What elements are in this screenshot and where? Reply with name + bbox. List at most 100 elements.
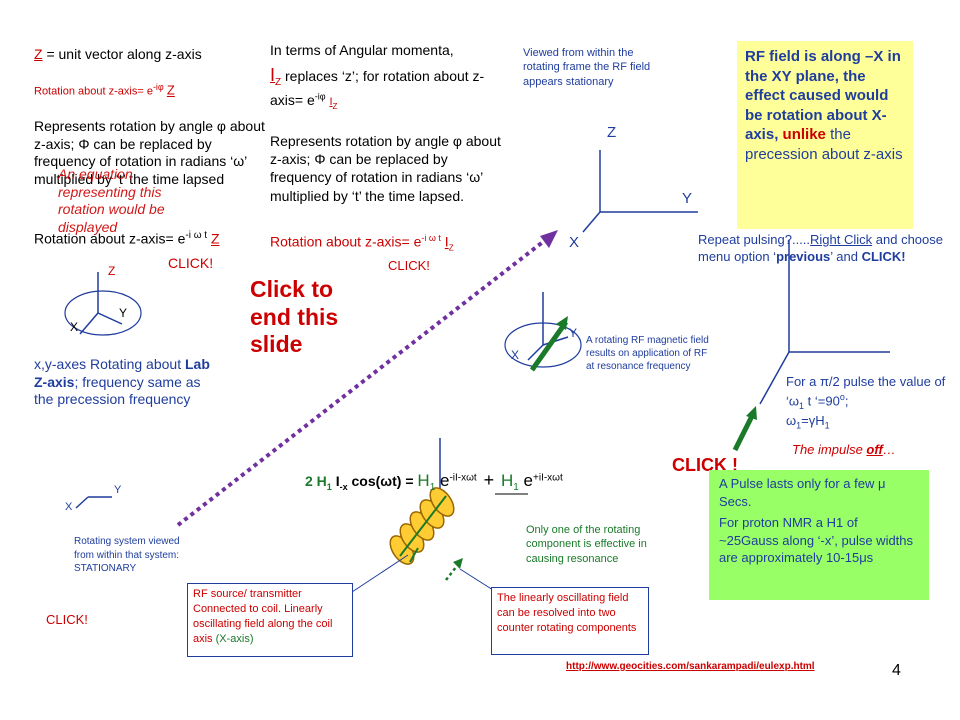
pulse-description: For a π/2 pulse the value of ‘ω1 t ‘=90o… xyxy=(786,373,956,431)
page-number: 4 xyxy=(892,662,901,679)
rotating-frame-note: Viewed from within the rotating frame th… xyxy=(523,47,651,88)
click-col2[interactable]: CLICK! xyxy=(388,258,430,273)
replaces-text: replaces ‘z’; for rotation about z-axis=… xyxy=(270,68,485,109)
iz2-subscript: Z xyxy=(332,102,338,112)
stationary-note: Rotating system viewed from within that … xyxy=(74,536,180,574)
repeat-middle: and choose menu option ‘ xyxy=(698,232,943,264)
impulse-dots: … xyxy=(882,442,896,457)
rotation2-label: Rotation about z-axis= e xyxy=(34,230,186,247)
click-bottom[interactable]: CLICK! xyxy=(46,612,88,627)
source-url[interactable]: http://www.geocities.com/sankarampadi/eu… xyxy=(566,661,815,672)
eq-e1: e xyxy=(435,471,450,490)
previous-option[interactable]: previous xyxy=(776,248,831,264)
rf-box-text2: the precession about z-axis xyxy=(745,126,903,163)
iz-symbol: I xyxy=(270,65,276,85)
rotation-formula-1: Rotation about z-axis= e-iφ Z xyxy=(34,82,175,98)
rf-source-axis: (X-axis) xyxy=(215,632,254,645)
eq-lhs: 2 H xyxy=(305,473,327,489)
rotation3-iz-sub: Z xyxy=(448,243,454,253)
center-x-label: X xyxy=(511,348,520,362)
rf-coil xyxy=(389,438,463,581)
end-slide-button[interactable]: Click to end this slide xyxy=(250,276,339,358)
iz-subscript: Z xyxy=(275,76,282,88)
rotframe-x-label: X xyxy=(569,234,580,251)
rotation-description-2: Represents rotation by angle φ about z-a… xyxy=(270,133,501,204)
equation-overlay-note: An equation representing this rotation w… xyxy=(58,166,165,235)
bottom-left-axes xyxy=(75,496,112,509)
z-unit-vector: Z xyxy=(34,46,43,62)
click-col1[interactable]: CLICK! xyxy=(168,255,214,271)
left-y-label: Y xyxy=(119,306,128,320)
pulse-line1c: ; xyxy=(844,392,849,408)
eq-lhs-i: I xyxy=(331,473,340,489)
bottom-y-label: Y xyxy=(114,484,122,496)
pulse-info-box: A Pulse lasts only for a few μ Secs. For… xyxy=(709,470,929,600)
rotation3-exponent: -i ω t xyxy=(421,233,441,243)
eq-e2-exp: +iI-xωt xyxy=(533,472,563,484)
pulse-info-p2: For proton NMR a H1 of ~25Gauss along ‘-… xyxy=(719,515,914,566)
iz-replaces: IZ replaces ‘z’; for rotation about z-ax… xyxy=(270,62,510,113)
pulse-sub3: 1 xyxy=(824,420,830,431)
pulse-degree: o xyxy=(839,391,845,402)
rotation-label: Rotation about z-axis= e xyxy=(34,85,153,98)
rotframe-y-label: Y xyxy=(682,190,693,207)
repeat-pulsing: Repeat pulsing?.....Right Click and choo… xyxy=(698,232,948,266)
rotation3-label: Rotation about z-axis= e xyxy=(270,233,422,250)
left-z-label: Z xyxy=(108,264,116,278)
eq-h1: H xyxy=(417,471,430,490)
rotation-formula-3: Rotation about z-axis= e-i ω t IZ xyxy=(270,233,454,252)
left-lab-axes xyxy=(64,272,142,336)
angular-momenta-intro: In terms of Angular momenta, xyxy=(270,42,454,58)
impulse-off: The impulse off… xyxy=(792,442,896,457)
pulse-line1: For a π/2 pulse the value of ‘ω xyxy=(786,374,946,408)
eq-lhs-isub: -x xyxy=(339,481,348,492)
eq-plus: + xyxy=(483,470,495,490)
eq-h2: H xyxy=(500,471,514,490)
pulse-sub2: 1 xyxy=(796,420,802,431)
rf-source-text: RF source/ transmitter Connected to coil… xyxy=(193,588,333,645)
rotation-formula-2: Rotation about z-axis= e-i ω t Z xyxy=(34,230,220,247)
eq-e1-exp: -iI-xωt xyxy=(449,472,477,484)
rotation-z: Z xyxy=(166,82,175,98)
rf-source-connector xyxy=(351,554,409,593)
rotframe-z-label: Z xyxy=(607,124,617,141)
eq-lhs-cos: cos(ωt) = xyxy=(347,473,414,489)
rf-field-note: A rotating RF magnetic field results on … xyxy=(586,335,709,372)
rotation-description-1: Represents rotation by angle φ about z-a… xyxy=(34,118,265,187)
eq-e2: e xyxy=(518,471,534,490)
only-one-note: Only one of the rotating component is ef… xyxy=(526,524,647,565)
impulse-off-word: off xyxy=(866,442,883,457)
rotframe-axes xyxy=(582,150,698,233)
rf-field-box: RF field is along –X in the XY plane, th… xyxy=(737,41,913,229)
eq-lhs-sub: 1 xyxy=(326,481,332,492)
rotation2-exponent: -i ω t xyxy=(185,230,208,241)
rotation-exponent: -iφ xyxy=(152,82,164,92)
rotation3-iz: I xyxy=(444,233,449,250)
eq-h1-sub: 1 xyxy=(429,481,436,493)
resolution-equation: 2 H1 I-x cos(ωt) = H1 e-iI-xωt + H1 e+iI… xyxy=(305,470,563,493)
eq-h2-sub: 1 xyxy=(513,481,519,493)
pulse-gamma: =γH xyxy=(801,412,825,428)
lab-z-axis-emphasis: Lab Z-axis xyxy=(34,356,210,390)
rotating-axes-desc: x,y-axes Rotating about Lab Z-axis; freq… xyxy=(34,356,210,407)
impulse-text: The impulse xyxy=(792,442,867,457)
z-definition-text: = unit vector along z-axis xyxy=(46,46,202,62)
pulse-sub1: 1 xyxy=(799,400,805,411)
iz2-symbol: I xyxy=(329,96,333,109)
dotted-arrow-line xyxy=(176,236,550,527)
pulse-line1b: t ‘=90 xyxy=(804,392,840,408)
center-rf-axes xyxy=(504,292,582,372)
dotted-arrow-head xyxy=(540,230,558,248)
z-definition: Z = unit vector along z-axis xyxy=(34,46,202,62)
pulse-info-p1: A Pulse lasts only for a few μ Secs. xyxy=(719,476,886,509)
linear-field-box: The linearly oscillating field can be re… xyxy=(491,587,649,655)
repeat-click[interactable]: CLICK! xyxy=(861,248,906,264)
left-x-label: X xyxy=(70,320,79,334)
repeat-prefix: Repeat pulsing?..... xyxy=(698,232,811,247)
rf-source-box: RF source/ transmitter Connected to coil… xyxy=(187,583,353,657)
linear-box-connector xyxy=(459,568,494,591)
center-y-label: Y xyxy=(569,326,578,340)
rf-box-unlike: unlike xyxy=(782,126,826,143)
right-click-link[interactable]: Right Click xyxy=(810,232,873,247)
